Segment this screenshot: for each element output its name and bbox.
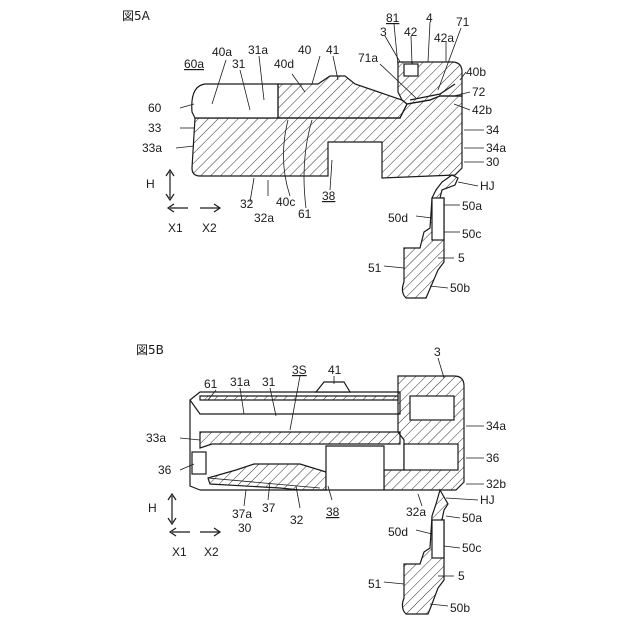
label-32a: 32a xyxy=(406,505,426,519)
label-HJ: HJ xyxy=(480,493,495,507)
label-71a: 71a xyxy=(358,51,378,65)
label-50b: 50b xyxy=(450,281,470,295)
label-X2: X2 xyxy=(202,221,217,235)
label-3: 3 xyxy=(380,25,387,39)
label-40a: 40a xyxy=(212,45,232,59)
label-40b: 40b xyxy=(466,65,486,79)
label-51: 51 xyxy=(368,577,382,591)
label-50c: 50c xyxy=(462,227,481,241)
terminal-5-5a xyxy=(402,175,458,298)
label-60: 60 xyxy=(148,101,162,115)
label-33a: 33a xyxy=(146,431,166,445)
label-50d: 50d xyxy=(388,211,408,225)
label-4: 4 xyxy=(426,11,433,25)
label-32: 32 xyxy=(290,513,304,527)
label-60a: 60a xyxy=(184,57,204,71)
label-81: 81 xyxy=(386,11,400,25)
label-50b: 50b xyxy=(450,601,470,615)
figure-5b: 図5B xyxy=(136,343,506,615)
label-32b: 32b xyxy=(486,477,506,491)
lance-41-5b xyxy=(316,382,350,392)
label-3S: 3S xyxy=(292,363,307,377)
label-72: 72 xyxy=(472,85,486,99)
figure-5b-caption: 図5B xyxy=(136,343,164,357)
label-42a: 42a xyxy=(434,31,454,45)
label-30: 30 xyxy=(486,155,500,169)
label-71: 71 xyxy=(456,15,470,29)
label-34: 34 xyxy=(486,123,500,137)
figure-5a-caption: 図5A xyxy=(122,9,151,23)
label-X1: X1 xyxy=(168,221,183,235)
label-40d: 40d xyxy=(274,57,294,71)
lance-37-5b xyxy=(208,464,326,490)
lance-40-5a xyxy=(278,76,407,118)
label-40c: 40c xyxy=(276,195,295,209)
label-38: 38 xyxy=(322,189,336,203)
label-X2: X2 xyxy=(204,545,219,559)
label-31a: 31a xyxy=(230,375,250,389)
label-3: 3 xyxy=(434,345,441,359)
label-37a: 37a xyxy=(232,507,252,521)
label-42: 42 xyxy=(404,25,418,39)
label-32a: 32a xyxy=(254,211,274,225)
label-31a: 31a xyxy=(248,43,268,57)
terminal-slot-5b xyxy=(432,520,444,558)
lock-36-5b xyxy=(192,452,206,474)
label-40: 40 xyxy=(298,43,312,57)
label-41: 41 xyxy=(328,363,342,377)
label-61: 61 xyxy=(298,207,312,221)
label-50a: 50a xyxy=(462,511,482,525)
label-51: 51 xyxy=(368,261,382,275)
label-33: 33 xyxy=(148,121,162,135)
label-42b: 42b xyxy=(472,103,492,117)
notch-81-5a xyxy=(404,64,418,76)
label-31: 31 xyxy=(232,57,246,71)
label-X1: X1 xyxy=(172,545,187,559)
label-34a: 34a xyxy=(486,419,506,433)
label-H: H xyxy=(148,501,157,515)
label-32: 32 xyxy=(240,197,254,211)
label-H: H xyxy=(146,177,155,191)
label-41: 41 xyxy=(326,43,340,57)
label-61: 61 xyxy=(204,377,218,391)
label-31: 31 xyxy=(262,375,276,389)
label-5: 5 xyxy=(458,251,465,265)
label-36-right: 36 xyxy=(486,451,500,465)
label-36-left: 36 xyxy=(158,463,172,477)
cavity-36-5b xyxy=(404,444,458,470)
cover-61-5b xyxy=(200,396,398,400)
label-HJ: HJ xyxy=(480,179,495,193)
upper-lock-region-5a xyxy=(192,84,278,118)
window-34a-5b xyxy=(410,396,454,420)
label-50d: 50d xyxy=(388,525,408,539)
figure-5a: 図5A xyxy=(122,9,506,298)
label-50a: 50a xyxy=(462,199,482,213)
recess-38-5b xyxy=(326,446,384,490)
label-38: 38 xyxy=(326,505,340,519)
label-5: 5 xyxy=(458,569,465,583)
label-30: 30 xyxy=(238,521,252,535)
label-33a: 33a xyxy=(142,141,162,155)
label-50c: 50c xyxy=(462,541,481,555)
terminal-slot-5a xyxy=(432,198,444,240)
label-34a: 34a xyxy=(486,141,506,155)
label-37: 37 xyxy=(262,501,276,515)
left-end-5b xyxy=(190,400,200,490)
axis-arrows-5b xyxy=(168,494,220,536)
